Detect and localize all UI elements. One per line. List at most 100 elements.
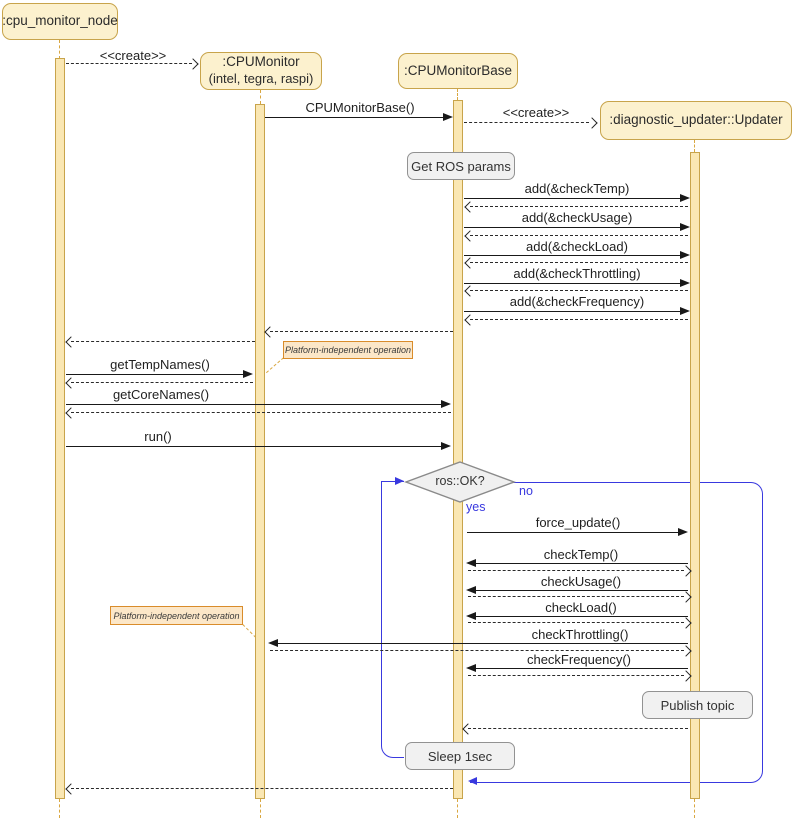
arrowhead-filled-left: [466, 586, 476, 594]
arrowhead-filled-left: [466, 664, 476, 672]
participant-cpu-monitor-node: :cpu_monitor_node: [2, 3, 118, 40]
note-platform-independent-2: Platform-independent operation: [110, 606, 243, 625]
arrow-check-throttling-return: [270, 650, 684, 651]
note-platform-independent-1: Platform-independent operation: [283, 341, 413, 359]
arrowhead-filled-right: [680, 279, 690, 287]
arrowhead-open-right: [586, 117, 598, 129]
arrowhead-filled-right: [680, 307, 690, 315]
participant-label: :CPUMonitorBase: [403, 62, 513, 78]
arrowhead-open-left: [264, 326, 276, 338]
arrowhead-filled-right: [443, 113, 453, 121]
participant-label: :CPUMonitor: [222, 54, 300, 70]
message-label-get-temp-names: getTempNames(): [110, 357, 210, 372]
arrowhead-open-left: [464, 201, 476, 213]
message-label-add-frequency: add(&checkFrequency): [509, 294, 645, 309]
arrow-return-to-cpumonitor: [270, 331, 453, 332]
message-label-check-throttling: checkThrottling(): [531, 627, 629, 642]
arrow-force-update: [467, 532, 678, 533]
arrow-get-temp-names: [66, 374, 243, 375]
lifeline-updater: [694, 799, 695, 818]
arrowhead-filled-right: [441, 442, 451, 450]
note-label: Platform-independent operation: [113, 610, 240, 621]
arrowhead-filled-right: [678, 528, 688, 536]
arrow-check-temp-return: [468, 570, 684, 571]
arrow-add-frequency: [464, 311, 680, 312]
arrowhead-filled-right: [441, 400, 451, 408]
arrowhead-open-left: [464, 314, 476, 326]
arrow-add-frequency-return: [470, 319, 688, 320]
arrow-check-throttling: [278, 643, 688, 644]
message-label-check-frequency: checkFrequency(): [526, 652, 632, 667]
arrowhead-open-left: [65, 377, 77, 389]
arrow-get-temp-names-return: [71, 382, 253, 383]
arrowhead-open-left: [65, 407, 77, 419]
note-connector: [265, 357, 284, 374]
arrow-return-to-node: [71, 341, 255, 342]
arrow-check-frequency: [476, 668, 688, 669]
arrowhead-open-left: [464, 285, 476, 297]
participant-label: :cpu_monitor_node: [2, 13, 118, 29]
note-publish-topic: Publish topic: [642, 691, 753, 719]
message-label-run: run(): [144, 429, 172, 444]
lifeline-cpumonitor: [260, 90, 261, 104]
arrow-add-temp-return: [470, 206, 688, 207]
message-label-add-throttling: add(&checkThrottling): [513, 266, 641, 281]
message-label-ctor: CPUMonitorBase(): [305, 100, 415, 115]
arrow-add-load: [464, 255, 680, 256]
arrowhead-filled-right: [243, 370, 253, 378]
activation-cpumonitorbase: [453, 100, 463, 799]
lifeline-cpu-monitor-node: [59, 40, 60, 59]
participant-label: :diagnostic_updater::Updater: [609, 112, 783, 128]
lifeline-cpu-monitor-node: [59, 799, 60, 818]
loop-condition-label: ros::OK?: [435, 474, 485, 488]
arrow-check-load-return: [468, 622, 684, 623]
note-label: Sleep 1sec: [427, 748, 493, 764]
arrow-add-temp: [464, 198, 680, 199]
message-label-add-load: add(&checkLoad): [526, 239, 628, 254]
activation-cpu-monitor-node: [55, 58, 65, 799]
activation-cpumonitor: [255, 104, 265, 799]
arrow-add-throttling: [464, 283, 680, 284]
participant-updater: :diagnostic_updater::Updater: [600, 101, 792, 140]
participant-sublabel: (intel, tegra, raspi): [208, 71, 314, 87]
participant-cpumonitor: :CPUMonitor (intel, tegra, raspi): [200, 52, 322, 90]
arrowhead-open-left: [464, 257, 476, 269]
lifeline-cpumonitorbase: [457, 799, 458, 818]
arrow-final-return: [71, 788, 453, 789]
arrow-add-usage-return: [470, 235, 688, 236]
loop-exit-edge: [470, 482, 763, 783]
arrow-check-usage-return: [468, 596, 684, 597]
note-label: Platform-independent operation: [284, 345, 412, 355]
decision-diamond: [403, 461, 517, 503]
arrow-ctor: [265, 117, 443, 118]
arrowhead-filled-left: [466, 559, 476, 567]
loop-yes-label: yes: [466, 500, 486, 514]
message-label-add-usage: add(&checkUsage): [521, 210, 633, 225]
arrow-check-frequency-return: [468, 675, 684, 676]
lifeline-updater: [694, 140, 695, 152]
arrowhead-open-left: [464, 230, 476, 242]
note-sleep: Sleep 1sec: [405, 742, 515, 770]
arrow-run: [66, 446, 441, 447]
arrow-check-load: [476, 616, 688, 617]
note-get-ros-params: Get ROS params: [407, 152, 515, 180]
arrowhead-open-left: [65, 336, 77, 348]
activation-updater: [690, 152, 700, 799]
arrow-add-load-return: [470, 262, 688, 263]
arrowhead-filled-right: [680, 194, 690, 202]
lifeline-cpumonitorbase: [457, 89, 458, 100]
arrow-add-throttling-return: [470, 290, 688, 291]
arrowhead-filled-left: [268, 639, 278, 647]
arrowhead-filled-left: [466, 612, 476, 620]
arrow-get-core-names-return: [71, 412, 451, 413]
message-label-create-updater: <<create>>: [502, 105, 570, 120]
message-label-check-temp: checkTemp(): [543, 547, 619, 562]
participant-cpumonitorbase: :CPUMonitorBase: [398, 53, 518, 89]
arrow-get-core-names: [66, 404, 441, 405]
loop-back-edge: [381, 481, 404, 758]
arrow-create-monitor: [66, 63, 192, 64]
message-label-get-core-names: getCoreNames(): [112, 387, 210, 402]
arrowhead-filled-right: [680, 251, 690, 259]
message-label-check-usage: checkUsage(): [540, 574, 622, 589]
lifeline-cpumonitor: [260, 799, 261, 818]
